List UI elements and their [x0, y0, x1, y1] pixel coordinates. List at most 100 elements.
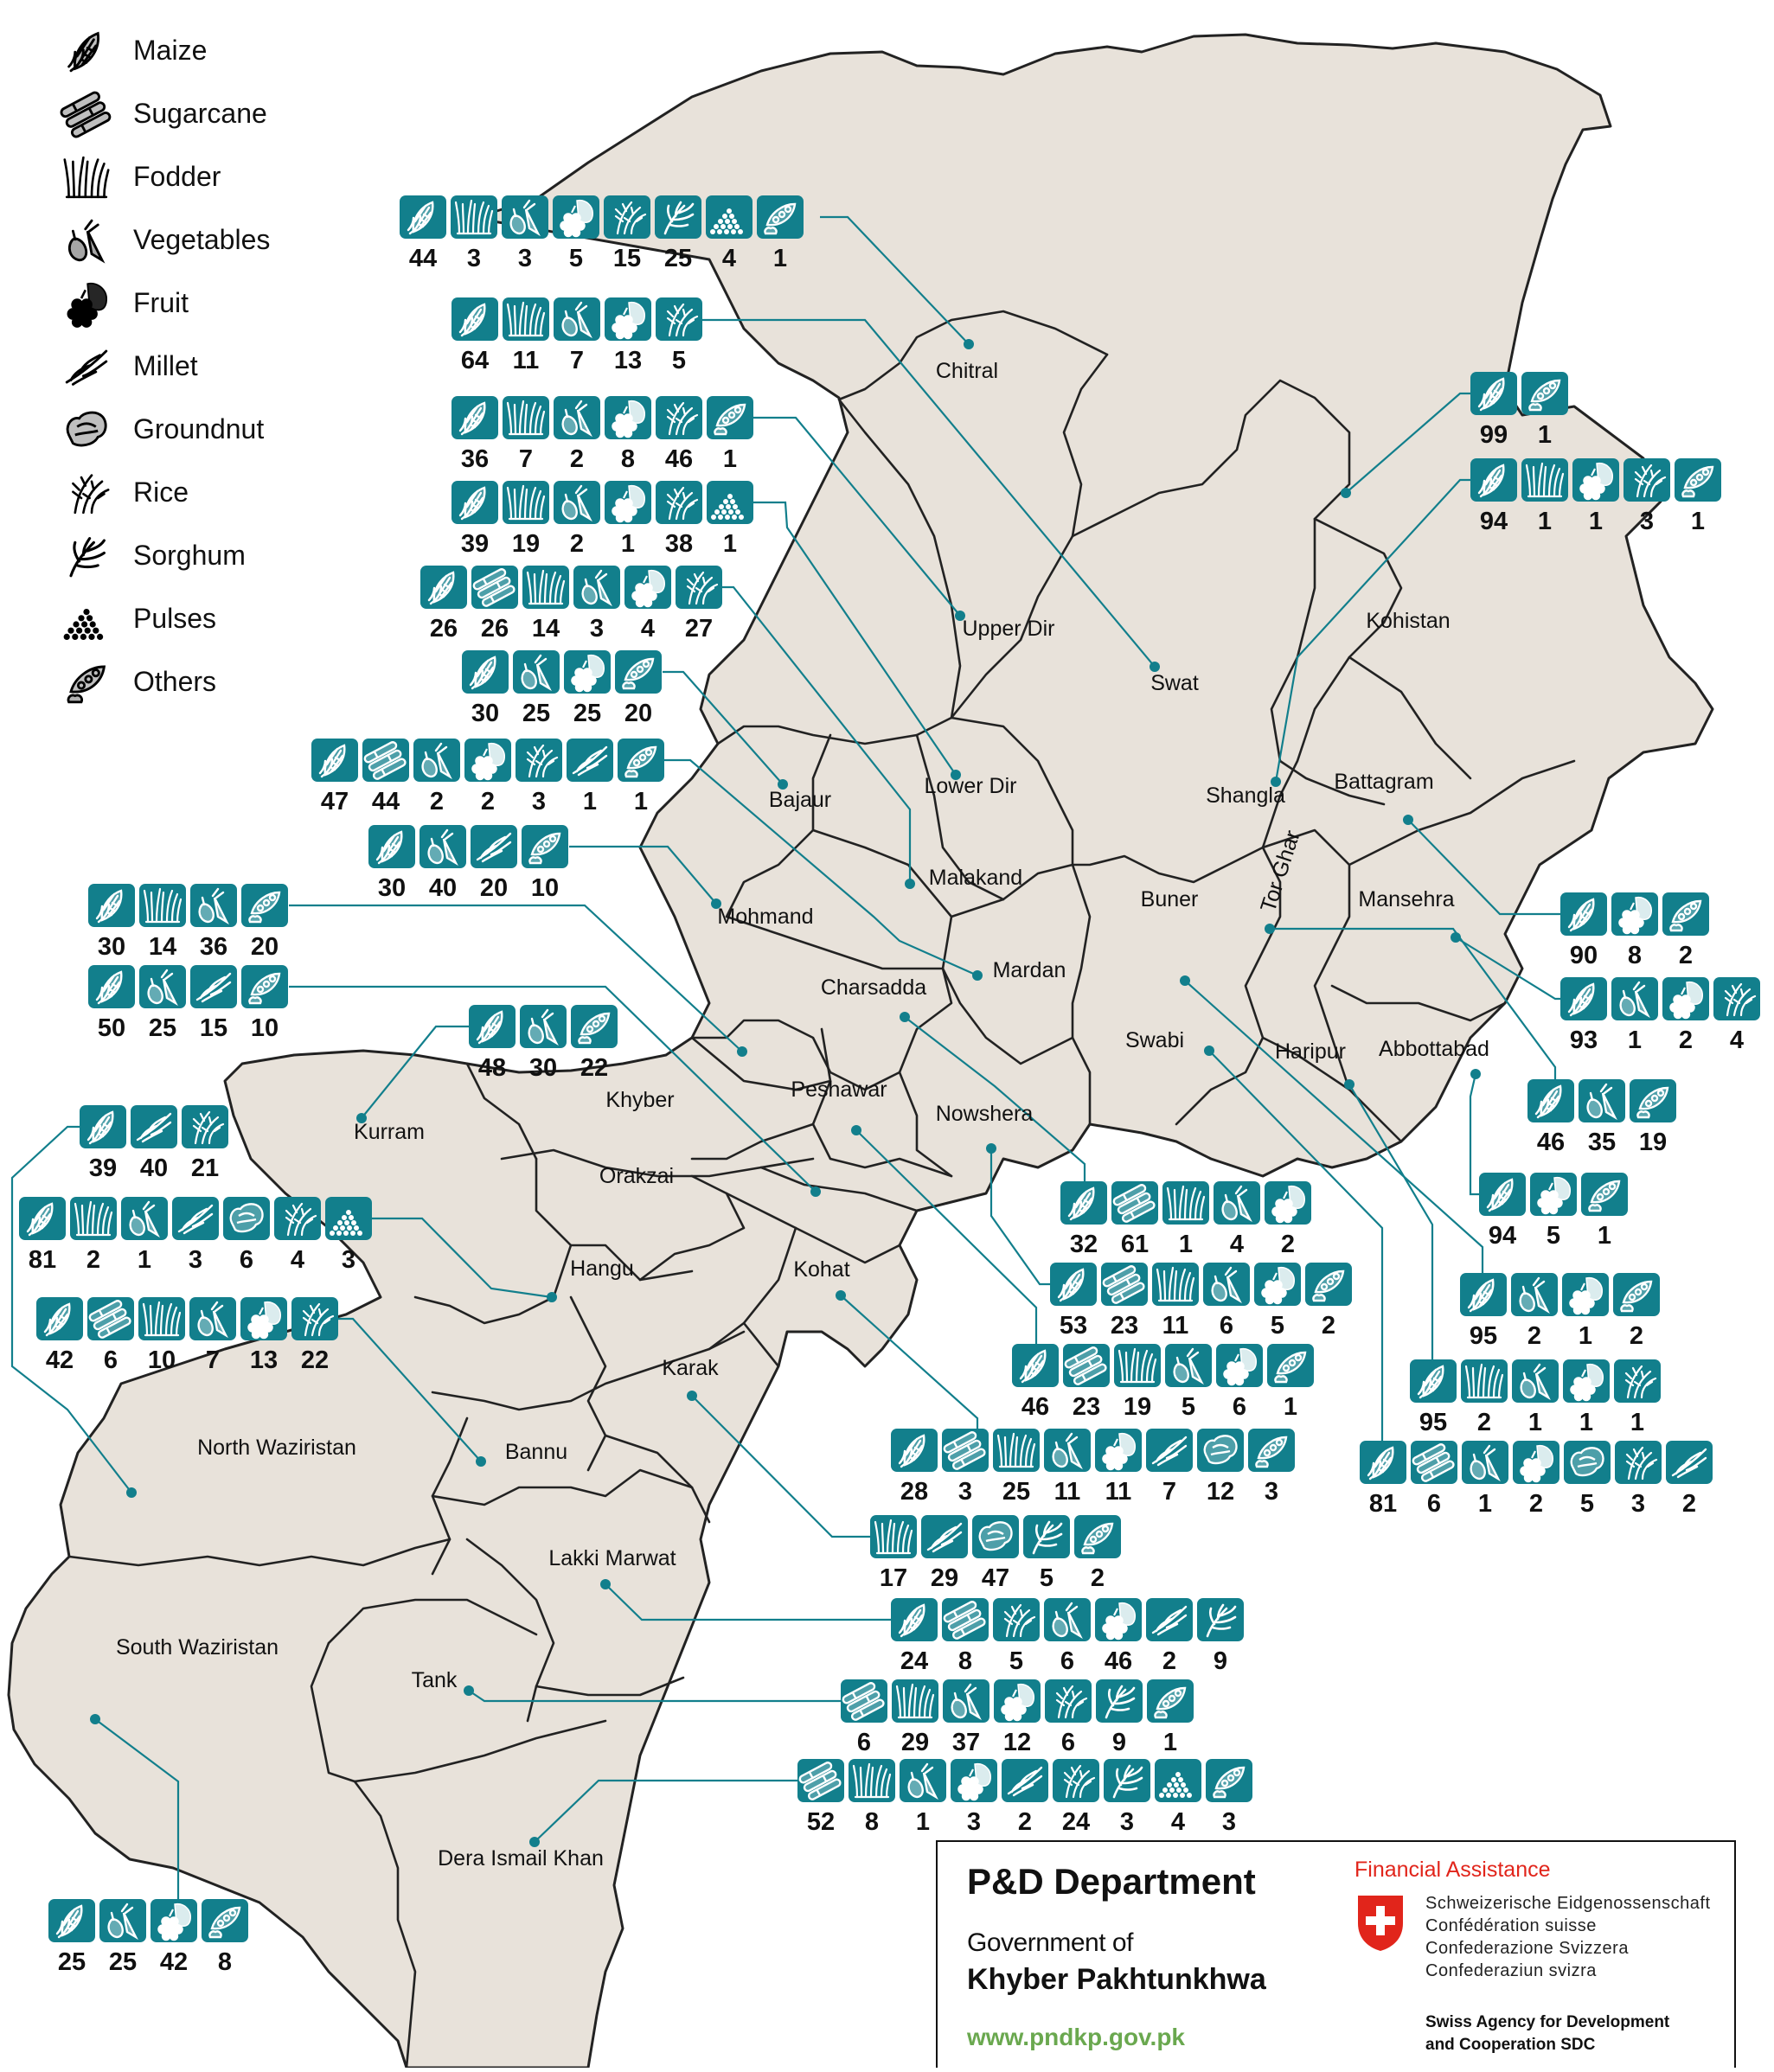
district-border-35: [708, 1226, 797, 1351]
crop-tile-bg: [993, 1598, 1040, 1641]
leader-line-battagram: [1407, 819, 1560, 916]
crop-value: 95: [1470, 1322, 1497, 1350]
district-border-24: [941, 967, 1074, 1065]
crop-value: 7: [570, 347, 584, 374]
crop-tile-bg: [1512, 1359, 1559, 1403]
crop-tile-rice: 3: [1615, 1441, 1662, 1518]
crop-value: 21: [191, 1154, 219, 1182]
leader-line-peshawar: [855, 1129, 1038, 1344]
crop-value: 46: [1537, 1129, 1565, 1156]
crop-tile-rice: 6: [1045, 1679, 1092, 1756]
crop-value: 29: [931, 1564, 958, 1592]
district-border-9: [898, 863, 1074, 1074]
crop-tile-sugarcane: 23: [1101, 1263, 1148, 1340]
crop-tile-bg: [656, 297, 702, 341]
district-border-23: [811, 828, 953, 918]
crop-tile-maize: 25: [48, 1899, 95, 1976]
district-border-42: [465, 1538, 555, 1723]
district-border-37: [742, 1321, 780, 1368]
district-label-dera-ismail-khan: Dera Ismail Khan: [438, 1846, 604, 1871]
swiss-name-fr: Confédération suisse: [1425, 1916, 1597, 1935]
crop-tile-bg: [573, 566, 620, 609]
crop-value: 10: [531, 874, 559, 902]
crop-value: 1: [1284, 1393, 1297, 1421]
crop-tile-bg: [1045, 1679, 1092, 1723]
district-anchor-dot-shangla: [1271, 777, 1281, 787]
crop-tile-bg: [656, 481, 702, 524]
crop-tile-bg: [513, 650, 560, 694]
crop-value: 42: [160, 1948, 188, 1976]
district-label-abbottabad: Abbottabad: [1379, 1037, 1489, 1061]
leader-line-orakzai: [289, 985, 817, 1193]
crop-value: 7: [519, 445, 533, 473]
crop-value: 25: [109, 1948, 137, 1976]
crop-tile-bg: [419, 825, 466, 868]
crop-tile-rice: 27: [676, 566, 722, 643]
website-link[interactable]: www.pndkp.gov.pk: [967, 2024, 1185, 2050]
crop-tile-maize: 24: [891, 1598, 938, 1675]
crop-value: 1: [1579, 1409, 1593, 1436]
crop-tile-others: 2: [1613, 1273, 1660, 1350]
crop-value: 1: [1630, 1409, 1644, 1436]
crop-value: 3: [1640, 508, 1654, 535]
leader-line-haripur: [1348, 1084, 1434, 1359]
crop-value: 61: [1121, 1231, 1149, 1258]
district-label-orakzai: Orakzai: [599, 1164, 674, 1188]
crop-tile-bg: [554, 396, 600, 439]
crop-tile-fruit: 1: [1572, 458, 1619, 535]
district-border-17: [1313, 863, 1403, 1143]
district-border-34: [759, 1166, 919, 1212]
crop-tile-fodder: 3: [451, 195, 497, 272]
crop-tile-others: 20: [241, 884, 288, 961]
leader-line-lower-dir: [753, 501, 957, 776]
crop-value: 81: [29, 1246, 56, 1274]
crop-value: 6: [1061, 1729, 1075, 1756]
crop-value: 13: [614, 347, 642, 374]
groundnut-icon: [66, 411, 107, 446]
crop-value: 10: [251, 1014, 279, 1042]
crop-tile-fruit: 2: [464, 739, 511, 815]
district-anchor-dot-upper-dir: [955, 611, 965, 621]
district-anchor-dot-mohmand: [711, 899, 721, 909]
district-label-khyber: Khyber: [605, 1088, 674, 1112]
financial-assistance-label: Financial Assistance: [1355, 1858, 1551, 1882]
crop-value: 11: [513, 347, 540, 374]
crop-tile-millet: 3: [172, 1197, 219, 1274]
leader-line-mansehra: [1455, 937, 1560, 1001]
district-anchor-dot-bannu: [476, 1456, 486, 1467]
crop-value: 13: [250, 1346, 278, 1374]
crop-tile-fodder: 29: [892, 1679, 938, 1756]
district-label-mansehra: Mansehra: [1358, 887, 1454, 911]
crop-tile-others: 8: [202, 1899, 248, 1976]
crop-tile-millet: 29: [921, 1515, 968, 1592]
info-box: P&D Department Government of Khyber Pakh…: [936, 1840, 1736, 2068]
crop-tile-millet: 2: [1146, 1598, 1193, 1675]
crop-value: 1: [1579, 1322, 1592, 1350]
district-border-10: [690, 1019, 901, 1091]
crop-tile-maize: 39: [452, 481, 498, 558]
crop-tile-others: 1: [1521, 372, 1568, 449]
crop-tile-bg: [655, 195, 701, 239]
crop-tile-rice: 4: [274, 1197, 321, 1274]
crop-tile-others: 19: [1630, 1079, 1676, 1156]
crop-value: 4: [1730, 1026, 1744, 1054]
crop-value: 22: [301, 1346, 329, 1374]
district-border-6: [1261, 517, 1403, 849]
crop-value: 2: [1322, 1312, 1335, 1340]
crop-value: 2: [1527, 1322, 1541, 1350]
swiss-confederation-names: Schweizerische Eidgenossenschaft Confédé…: [1425, 1892, 1711, 1982]
leader-line-buner: [1184, 980, 1484, 1273]
leader-line-swat: [702, 318, 1156, 668]
crop-tile-fruit: 12: [994, 1679, 1041, 1756]
crop-value: 7: [1162, 1478, 1176, 1506]
crop-value: 25: [664, 245, 692, 272]
crop-value: 3: [189, 1246, 202, 1274]
